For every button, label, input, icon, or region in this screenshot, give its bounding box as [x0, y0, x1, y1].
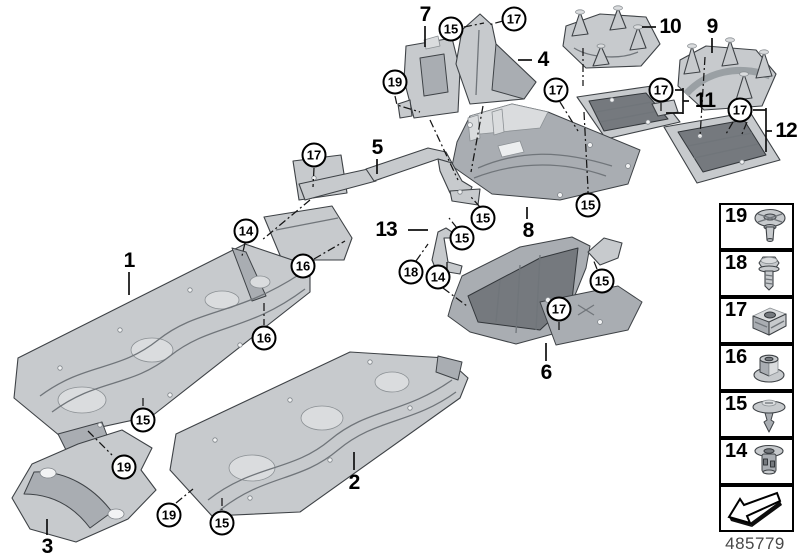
part-label-13[interactable]: 13 [375, 218, 397, 241]
callout-15[interactable]: 15 [589, 268, 615, 294]
part-label-9[interactable]: 9 [706, 15, 719, 38]
legend-number: 16 [725, 346, 748, 368]
legend-item-18[interactable]: 18 [719, 250, 794, 297]
legend-item-16[interactable]: 16 [719, 344, 794, 391]
part-label-12[interactable]: 12 [775, 119, 797, 142]
callout-15[interactable]: 15 [470, 205, 496, 231]
part-7-bracket [397, 35, 461, 119]
legend-number: 17 [725, 299, 748, 321]
part-8-engine-undershield [451, 103, 641, 201]
legend-item-14[interactable]: 14 [719, 438, 794, 485]
part-label-10[interactable]: 10 [659, 15, 681, 38]
callout-16[interactable]: 16 [251, 325, 277, 351]
part-4-corner-panel [455, 13, 537, 105]
direction-arrow-icon [727, 491, 782, 527]
callout-15[interactable]: 15 [438, 16, 464, 42]
legend-arrow-cell[interactable] [719, 485, 794, 532]
legend-number: 15 [725, 393, 748, 415]
part-13-bracket [431, 227, 463, 275]
callout-15[interactable]: 15 [209, 510, 235, 536]
expansion-nut-icon [754, 444, 784, 475]
part-label-3[interactable]: 3 [41, 535, 54, 558]
expanding-rivet-icon [752, 399, 786, 433]
hex-bolt-icon [758, 256, 780, 291]
callout-17[interactable]: 17 [648, 77, 674, 103]
callout-14[interactable]: 14 [233, 218, 259, 244]
callout-19[interactable]: 19 [111, 454, 137, 480]
part-9-cover [677, 37, 777, 111]
cage-nut-icon [752, 307, 787, 336]
callout-17[interactable]: 17 [301, 142, 327, 168]
part-label-5[interactable]: 5 [371, 136, 384, 159]
part-2-underfloor-panel-right [169, 351, 469, 517]
part-label-2[interactable]: 2 [348, 471, 361, 494]
push-rivet-icon [754, 208, 786, 242]
callout-15[interactable]: 15 [449, 225, 475, 251]
part-12-tub [663, 111, 781, 184]
callout-17[interactable]: 17 [727, 97, 753, 123]
legend-item-17[interactable]: 17 [719, 297, 794, 344]
part-label-4[interactable]: 4 [537, 48, 550, 71]
callout-17[interactable]: 17 [543, 77, 569, 103]
callout-15[interactable]: 15 [130, 407, 156, 433]
leader-lines [46, 20, 772, 535]
part-6-side-panel [447, 236, 643, 346]
legend-item-19[interactable]: 19 [719, 203, 794, 250]
callout-17[interactable]: 17 [546, 296, 572, 322]
legend-number: 18 [725, 252, 748, 274]
callout-18[interactable]: 18 [398, 259, 424, 285]
legend-number: 19 [725, 205, 748, 227]
figure-number: 485779 [725, 534, 785, 553]
callout-17[interactable]: 17 [501, 6, 527, 32]
part-label-8[interactable]: 8 [522, 219, 535, 242]
part-label-1[interactable]: 1 [123, 249, 136, 272]
plastic-nut-icon [753, 354, 785, 383]
callout-19[interactable]: 19 [382, 69, 408, 95]
part-label-7[interactable]: 7 [419, 3, 432, 26]
legend-item-15[interactable]: 15 [719, 391, 794, 438]
callout-15[interactable]: 15 [575, 192, 601, 218]
part-1-underfloor-panel-left [13, 243, 311, 451]
part-label-6[interactable]: 6 [540, 361, 553, 384]
legend-number: 14 [725, 440, 748, 462]
part-label-11[interactable]: 11 [694, 89, 716, 112]
part-10-cover [562, 5, 661, 69]
part-5-cross-member [263, 147, 481, 261]
callout-14[interactable]: 14 [425, 264, 451, 290]
callout-19[interactable]: 19 [156, 502, 182, 528]
part-3-rear-cover [11, 429, 157, 543]
callout-16[interactable]: 16 [290, 253, 316, 279]
